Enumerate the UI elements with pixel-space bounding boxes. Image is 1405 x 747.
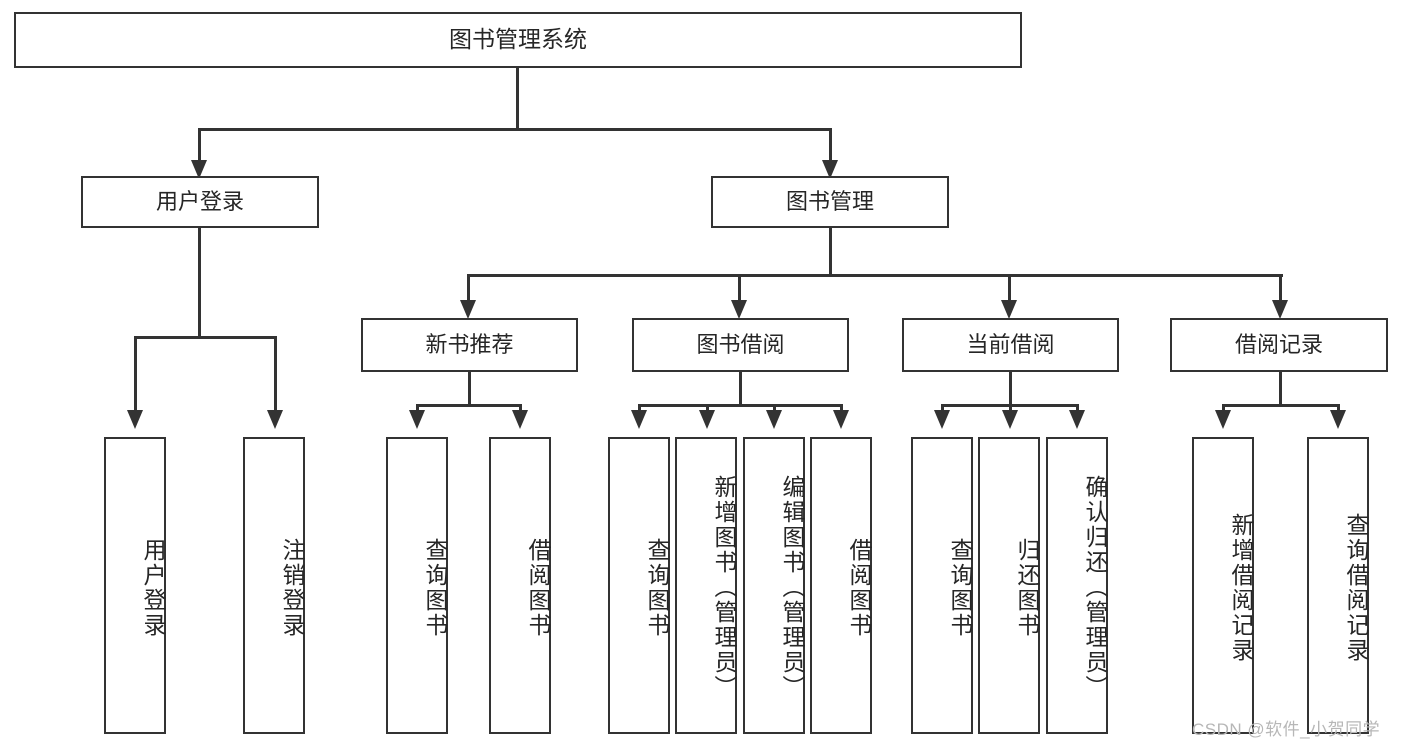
arrow-down-icon (512, 410, 528, 429)
connector-user-login-branch-1 (134, 336, 137, 414)
connector-cb-branch-1 (941, 404, 944, 414)
connector-bb-branch-4 (840, 404, 843, 414)
connector-br-branch-1 (1222, 404, 1225, 414)
connector-book-management-bar (467, 274, 1283, 277)
node-current-borrow: 当前借阅 (902, 318, 1119, 372)
connector-root-stem (516, 68, 519, 128)
arrow-down-icon (191, 160, 207, 179)
connector-user-login-stem (198, 228, 201, 338)
arrow-down-icon (1330, 410, 1346, 429)
arrow-down-icon (1001, 300, 1017, 319)
arrow-down-icon (822, 160, 838, 179)
connector-nbr-branch-2 (519, 404, 522, 414)
connector-to-new-book-recommend (467, 274, 470, 304)
arrow-down-icon (1002, 410, 1018, 429)
connector-bb-branch-2 (706, 404, 709, 414)
connector-cb-branch-2 (1009, 404, 1012, 414)
arrow-down-icon (699, 410, 715, 429)
leaf-query-book-bb: 查询图书 (608, 437, 670, 734)
connector-user-login-branch-2 (274, 336, 277, 414)
leaf-edit-book-admin: 编辑图书（管理员） (743, 437, 805, 734)
arrow-down-icon (731, 300, 747, 319)
connector-bb-branch-3 (773, 404, 776, 414)
leaf-add-borrow-record: 新增借阅记录 (1192, 437, 1254, 734)
leaf-logout: 注销登录 (243, 437, 305, 734)
connector-nbr-branch-1 (416, 404, 419, 414)
node-new-book-recommend: 新书推荐 (361, 318, 578, 372)
arrow-down-icon (127, 410, 143, 429)
node-borrow-record: 借阅记录 (1170, 318, 1388, 372)
arrow-down-icon (1069, 410, 1085, 429)
leaf-query-borrow-record: 查询借阅记录 (1307, 437, 1369, 734)
arrow-down-icon (1272, 300, 1288, 319)
arrow-down-icon (934, 410, 950, 429)
connector-book-management-stem (829, 228, 832, 276)
connector-to-current-borrow (1008, 274, 1011, 304)
connector-br-branch-2 (1337, 404, 1340, 414)
arrow-down-icon (267, 410, 283, 429)
leaf-borrow-book-bb: 借阅图书 (810, 437, 872, 734)
arrow-down-icon (631, 410, 647, 429)
csdn-watermark: CSDN @软件_小贺同学 (1192, 720, 1381, 739)
node-root-book-management-system: 图书管理系统 (14, 12, 1022, 68)
connector-current-borrow-stem (1009, 372, 1012, 406)
leaf-query-book-cb: 查询图书 (911, 437, 973, 734)
connector-book-borrow-bar (638, 404, 842, 407)
connector-new-book-recommend-stem (468, 372, 471, 406)
leaf-user-login: 用户登录 (104, 437, 166, 734)
arrow-down-icon (1215, 410, 1231, 429)
arrow-down-icon (460, 300, 476, 319)
connector-cb-branch-3 (1076, 404, 1079, 414)
connector-borrow-record-bar (1222, 404, 1337, 407)
leaf-borrow-book-nbr: 借阅图书 (489, 437, 551, 734)
arrow-down-icon (766, 410, 782, 429)
connector-to-borrow-record (1279, 274, 1282, 304)
node-book-management: 图书管理 (711, 176, 949, 228)
leaf-confirm-return-admin: 确认归还（管理员） (1046, 437, 1108, 734)
connector-book-borrow-stem (739, 372, 742, 406)
connector-root-to-book-management (829, 128, 832, 164)
node-book-borrow: 图书借阅 (632, 318, 849, 372)
leaf-return-book: 归还图书 (978, 437, 1040, 734)
connector-bb-branch-1 (638, 404, 641, 414)
connector-borrow-record-stem (1279, 372, 1282, 406)
connector-new-book-recommend-bar (416, 404, 522, 407)
connector-root-bar (198, 128, 832, 131)
connector-to-book-borrow (738, 274, 741, 304)
connector-user-login-bar (134, 336, 277, 339)
leaf-query-book-nbr: 查询图书 (386, 437, 448, 734)
node-user-login: 用户登录 (81, 176, 319, 228)
leaf-add-book-admin: 新增图书（管理员） (675, 437, 737, 734)
arrow-down-icon (409, 410, 425, 429)
arrow-down-icon (833, 410, 849, 429)
connector-root-to-user-login (198, 128, 201, 164)
